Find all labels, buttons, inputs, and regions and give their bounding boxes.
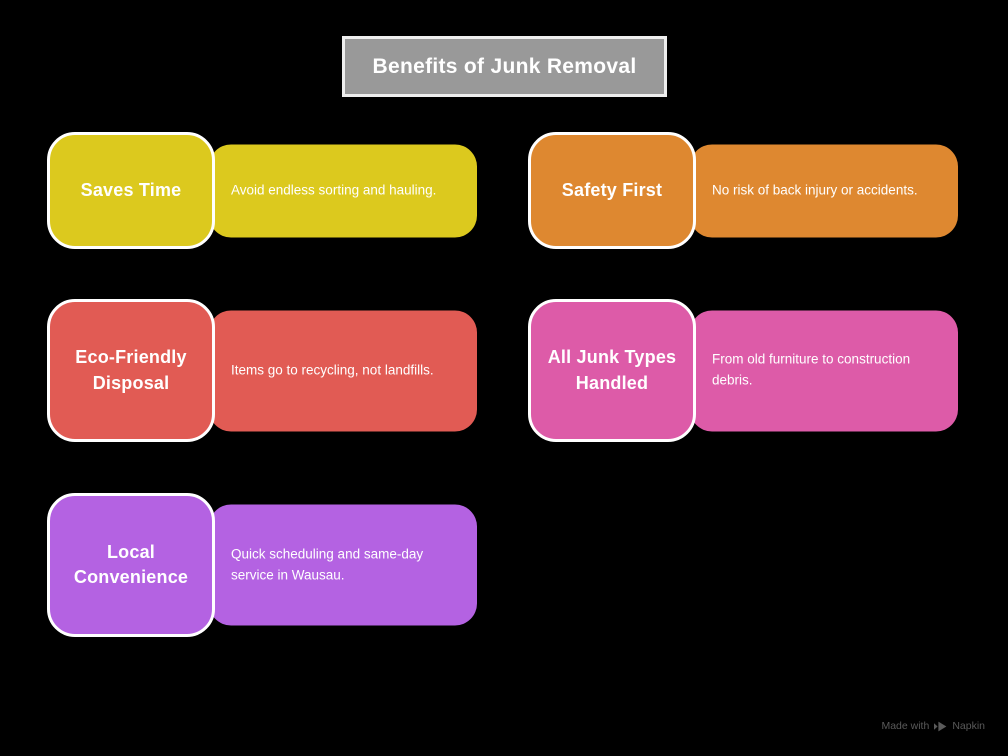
card-title-panel: Saves Time: [47, 132, 215, 249]
card-description-panel: Quick scheduling and same-day service in…: [209, 504, 477, 626]
card-title: Saves Time: [80, 179, 182, 200]
watermark-brand-text: Napkin: [952, 720, 985, 732]
card-title: Safety First: [561, 179, 663, 200]
benefit-card-local-convenience: Quick scheduling and same-day service in…: [47, 493, 477, 637]
card-description: No risk of back injury or accidents.: [712, 182, 918, 198]
card-description-panel: From old furniture to construction debri…: [690, 310, 958, 431]
benefit-card-saves-time: Avoid endless sorting and hauling. Saves…: [47, 132, 477, 249]
card-title-panel: Local Convenience: [47, 493, 215, 637]
card-description: From old furniture to construction debri…: [712, 351, 911, 388]
benefit-card-safety-first: No risk of back injury or accidents. Saf…: [528, 132, 958, 249]
napkin-watermark[interactable]: Made with Napkin: [881, 720, 985, 732]
napkin-pen-icon: [934, 721, 947, 732]
card-description: Avoid endless sorting and hauling.: [231, 182, 437, 198]
title-box: Benefits of Junk Removal: [342, 36, 667, 97]
watermark-made-with-text: Made with: [881, 720, 930, 732]
card-description-panel: Avoid endless sorting and hauling.: [209, 144, 477, 237]
card-title-panel: All Junk Types Handled: [528, 299, 696, 442]
benefit-card-eco-friendly-disposal: Items go to recycling, not landfills. Ec…: [47, 299, 477, 442]
card-title: Eco-Friendly Disposal: [75, 347, 187, 393]
card-title-panel: Safety First: [528, 132, 696, 249]
card-description-panel: No risk of back injury or accidents.: [690, 144, 958, 237]
card-title-panel: Eco-Friendly Disposal: [47, 299, 215, 442]
card-description-panel: Items go to recycling, not landfills.: [209, 310, 477, 431]
card-description: Quick scheduling and same-day service in…: [231, 546, 424, 582]
card-description: Items go to recycling, not landfills.: [231, 362, 434, 378]
card-title: Local Convenience: [73, 541, 189, 587]
benefit-card-all-junk-types-handled: From old furniture to construction debri…: [528, 299, 958, 442]
card-title: All Junk Types Handled: [547, 347, 677, 393]
page-title: Benefits of Junk Removal: [372, 54, 637, 78]
